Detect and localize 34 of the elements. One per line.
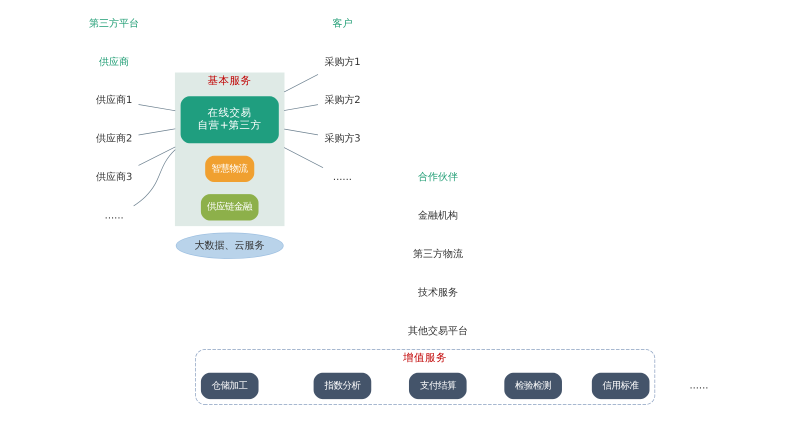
node-box: 检验检测 <box>504 372 562 400</box>
label: 合作伙伴 <box>417 172 458 184</box>
node-box: 供应链金融 <box>200 194 258 220</box>
label: 技术服务 <box>417 287 458 298</box>
label: 客户 <box>332 18 352 30</box>
node-box: 智慧物流 <box>204 156 254 182</box>
connector <box>138 128 176 136</box>
node-text: 供应商2 <box>95 134 132 145</box>
label: 第三方平台 <box>88 18 139 30</box>
connector <box>283 74 318 92</box>
connector <box>283 128 318 136</box>
label: ...... <box>688 380 708 392</box>
label: 供应商 <box>98 56 129 68</box>
label: 第三方物流 <box>412 248 462 260</box>
node-text: 采购方2 <box>324 95 360 106</box>
node-box: 信用标准 <box>591 372 649 400</box>
node-text: 采购方3 <box>324 134 360 145</box>
label: 金融机构 <box>417 210 458 222</box>
node-box: 仓储加工 <box>200 372 258 400</box>
label: 其他交易平台 <box>407 326 468 337</box>
connector <box>283 147 323 168</box>
connector <box>138 146 176 166</box>
node-ellipse: 大数据、云服务 <box>175 232 284 259</box>
node-text: 供应商3 <box>95 172 132 184</box>
node-text: 采购方1 <box>324 56 360 68</box>
connector <box>283 104 318 111</box>
connector <box>132 149 176 206</box>
node-text: ...... <box>104 210 124 222</box>
connector <box>138 104 176 112</box>
node-text: 供应商1 <box>95 95 132 106</box>
node-box: 在线交易 自营+第三方 <box>180 96 278 144</box>
node-box: 指数分析 <box>313 372 371 400</box>
node-box: 支付结算 <box>408 372 466 400</box>
node-text: ...... <box>332 172 352 184</box>
